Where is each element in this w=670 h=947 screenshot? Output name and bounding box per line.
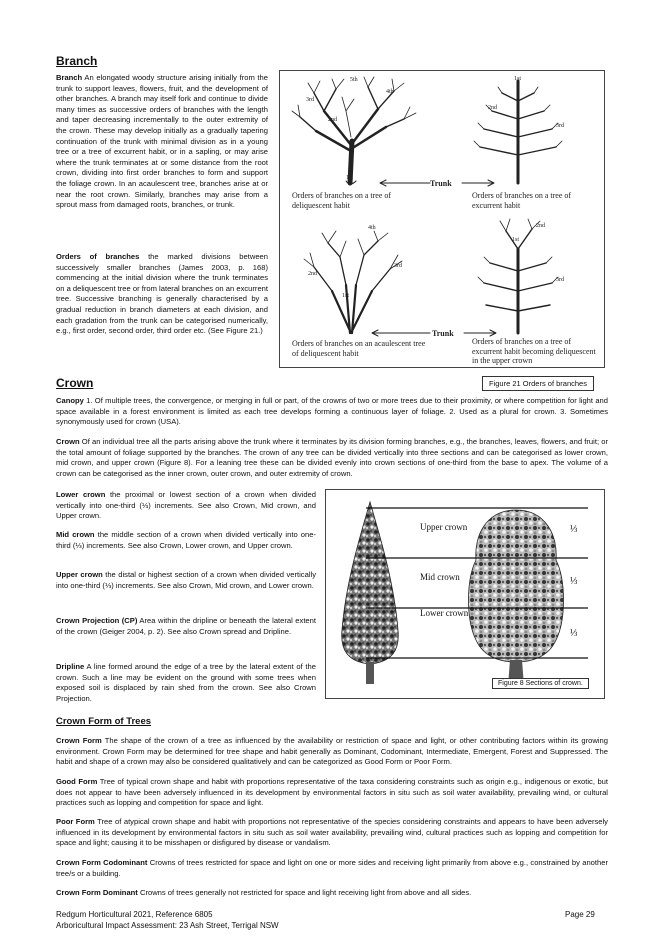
tree-excurrent-drawing bbox=[473, 79, 563, 185]
tree-excurrent-deliquescent-drawing bbox=[477, 218, 559, 335]
branch-order-diagrams: Trunk Trunk 1st 2nd 3rd 4th 5th 1st 2nd … bbox=[291, 76, 564, 338]
paragraph-upper-crown: Upper crown the distal or highest sectio… bbox=[56, 570, 316, 591]
heading-crown-form: Crown Form of Trees bbox=[56, 716, 152, 727]
paragraph-codominant: Crown Form Codominant Crowns of trees re… bbox=[56, 858, 608, 879]
paragraph-lower-crown: Lower crown the proximal or lowest secti… bbox=[56, 490, 316, 522]
conifer-tree-drawing bbox=[341, 500, 399, 684]
order-label-2-tr: 2nd bbox=[488, 105, 497, 111]
order-label-4-bl: 4th bbox=[368, 225, 376, 231]
trunk-label-bottom: Trunk bbox=[432, 329, 454, 338]
paragraph-canopy: Canopy 1. Of multiple trees, the converg… bbox=[56, 396, 608, 428]
footer-page-number: Page 29 bbox=[565, 910, 595, 919]
text-dominant: Crowns of trees generally not restricted… bbox=[137, 888, 472, 897]
paragraph-crown-form: Crown Form The shape of the crown of a t… bbox=[56, 736, 608, 768]
text-lower-crown: the proximal or lowest section of a crow… bbox=[56, 490, 317, 521]
figure-orders-of-branches: Trunk Trunk 1st 2nd 3rd 4th 5th 1st 2nd … bbox=[279, 70, 605, 368]
paragraph-orders-of-branches: Orders of branches the marked divisions … bbox=[56, 252, 268, 337]
text-good-form: Tree of typical crown shape and habit wi… bbox=[56, 777, 608, 808]
label-acaulescent: Orders of branches on an acaulescent tre… bbox=[292, 339, 426, 358]
term-orders-of-branches: Orders of branches bbox=[56, 252, 140, 261]
text-branch: An elongated woody structure arising ini… bbox=[56, 73, 268, 210]
label-excurrent: Orders of branches on a tree of excurren… bbox=[472, 191, 572, 210]
term-upper-crown: Upper crown bbox=[56, 570, 103, 579]
text-canopy: 1. Of multiple trees, the convergence, o… bbox=[56, 396, 608, 427]
crown-sections-drawing: Upper crown Mid crown Lower crown ⅓ ⅓ ⅓ bbox=[341, 500, 588, 686]
text-crown: Of an individual tree all the parts aris… bbox=[56, 437, 608, 478]
order-label-3-br: 3rd bbox=[556, 277, 564, 283]
order-label-5-tl: 5th bbox=[350, 77, 358, 83]
term-dripline: Dripline bbox=[56, 662, 85, 671]
third-lower: ⅓ bbox=[570, 628, 578, 639]
term-codominant: Crown Form Codominant bbox=[56, 858, 148, 867]
term-crown-form: Crown Form bbox=[56, 736, 102, 745]
term-lower-crown: Lower crown bbox=[56, 490, 106, 499]
paragraph-branch: Branch An elongated woody structure aris… bbox=[56, 73, 268, 211]
footer-reference: Redgum Horticultural 2021, Reference 680… bbox=[56, 910, 213, 919]
paragraph-good-form: Good Form Tree of typical crown shape an… bbox=[56, 777, 608, 809]
text-dripline: A line formed around the edge of a tree … bbox=[56, 662, 316, 703]
order-label-3-bl: 3rd bbox=[394, 263, 402, 269]
term-crown-projection: Crown Projection (CP) bbox=[56, 616, 138, 625]
term-branch: Branch bbox=[56, 73, 83, 82]
paragraph-mid-crown: Mid crown the middle section of a crown … bbox=[56, 530, 316, 551]
label-excurrent-deliquescent: Orders of branches on a tree of excurren… bbox=[472, 337, 596, 365]
term-dominant: Crown Form Dominant bbox=[56, 888, 138, 897]
term-poor-form: Poor Form bbox=[56, 817, 95, 826]
order-label-3-tl: 3rd bbox=[306, 97, 314, 103]
text-codominant: Crowns of trees restricted for space and… bbox=[56, 858, 608, 878]
trunk-label-top: Trunk bbox=[430, 179, 452, 188]
label-deliquescent: Orders of branches on a tree of deliques… bbox=[292, 191, 392, 210]
order-label-2-tl: 2nd bbox=[328, 117, 337, 123]
text-poor-form: Tree of atypical crown shape and habit w… bbox=[56, 817, 608, 848]
term-good-form: Good Form bbox=[56, 777, 98, 786]
heading-crown: Crown bbox=[56, 376, 94, 390]
order-label-1-br: 1st bbox=[512, 237, 519, 243]
term-canopy: Canopy bbox=[56, 396, 84, 405]
order-label-2-br: 2nd bbox=[536, 223, 545, 229]
paragraph-poor-form: Poor Form Tree of atypical crown shape a… bbox=[56, 817, 608, 849]
text-crown-projection: Area within the dripline or beneath the … bbox=[56, 616, 316, 636]
order-label-1-tl: 1st bbox=[346, 175, 353, 181]
heading-branch: Branch bbox=[56, 54, 98, 68]
text-upper-crown: the distal or highest section of a crown… bbox=[56, 570, 316, 590]
order-label-1-tr: 1st bbox=[514, 76, 521, 82]
term-crown: Crown bbox=[56, 437, 80, 446]
label-upper-crown: Upper crown bbox=[420, 522, 468, 532]
paragraph-crown-projection: Crown Projection (CP) Area within the dr… bbox=[56, 616, 316, 637]
third-mid: ⅓ bbox=[570, 576, 578, 587]
third-upper: ⅓ bbox=[570, 524, 578, 535]
paragraph-dominant: Crown Form Dominant Crowns of trees gene… bbox=[56, 888, 608, 899]
figure-sections-of-crown: Upper crown Mid crown Lower crown ⅓ ⅓ ⅓ … bbox=[325, 489, 605, 699]
broadleaf-tree-drawing bbox=[468, 509, 564, 686]
caption-figure-21: Figure 21 Orders of branches bbox=[482, 376, 594, 391]
footer-project: Arboricultural Impact Assessment: 23 Ash… bbox=[56, 921, 279, 930]
caption-figure-8: Figure 8 Sections of crown. bbox=[492, 678, 589, 689]
term-mid-crown: Mid crown bbox=[56, 530, 95, 539]
order-label-2-bl: 2nd bbox=[308, 271, 317, 277]
label-lower-crown: Lower crown bbox=[420, 608, 469, 618]
text-orders-of-branches: the marked divisions between successivel… bbox=[56, 252, 268, 336]
text-mid-crown: the middle section of a crown when divid… bbox=[56, 530, 316, 550]
order-label-4-tl: 4th bbox=[386, 89, 394, 95]
order-label-3-tr: 3rd bbox=[556, 123, 564, 129]
order-label-1-bl: 1st bbox=[342, 293, 349, 299]
label-mid-crown: Mid crown bbox=[420, 572, 460, 582]
tree-acaulescent-drawing bbox=[303, 230, 403, 335]
tree-deliquescent-drawing bbox=[291, 76, 417, 186]
paragraph-crown: Crown Of an individual tree all the part… bbox=[56, 437, 608, 479]
text-crown-form: The shape of the crown of a tree as infl… bbox=[56, 736, 609, 767]
paragraph-dripline: Dripline A line formed around the edge o… bbox=[56, 662, 316, 704]
